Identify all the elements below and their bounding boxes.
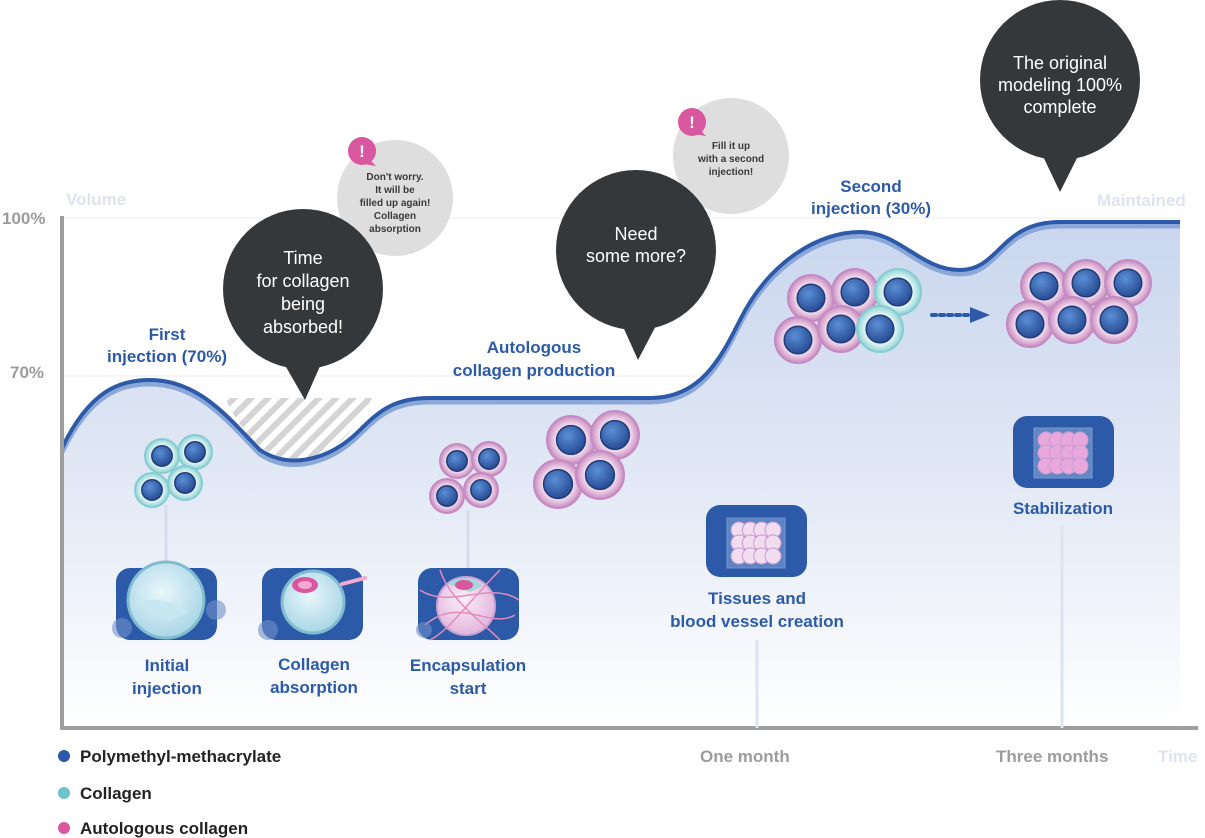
svg-text:collagen production: collagen production [453,361,615,380]
svg-text:filled up again!: filled up again! [360,198,431,209]
label-autologous-production: Autologous collagen production [453,338,615,380]
svg-text:Collagen: Collagen [80,784,152,803]
svg-text:Autologous collagen: Autologous collagen [80,819,248,838]
svg-text:absorbed!: absorbed! [263,317,343,337]
alert-icon: ! [678,108,706,136]
autologous-cell [546,415,596,465]
autologous-cell [439,443,475,479]
svg-text:modeling 100%: modeling 100% [998,75,1122,95]
end-label-maintained: Maintained [1097,191,1186,210]
svg-text:Tissues and: Tissues and [708,589,806,608]
autologous-cell [817,305,865,353]
svg-text:injection (70%): injection (70%) [107,347,227,366]
svg-text:start: start [450,679,487,698]
label-second-injection: Second injection (30%) [811,177,931,218]
legend-dot-pmma [58,750,70,762]
svg-text:Collagen: Collagen [278,655,350,674]
y-tick-70: 70% [10,363,44,382]
transition-arrow-icon [930,307,990,323]
svg-text:Fill it up: Fill it up [712,141,750,152]
autologous-cell [787,274,835,322]
bubble-need-more: Need some more? [556,170,716,360]
svg-text:some more?: some more? [586,246,686,266]
svg-text:Don't worry.: Don't worry. [366,172,423,183]
bubble-modeling-complete: The original modeling 100% complete [980,0,1140,192]
svg-text:Time: Time [283,248,322,268]
svg-text:absorption: absorption [270,678,358,697]
y-tick-100: 100% [2,209,45,228]
legend-dot-autologous-collagen [58,822,70,834]
collagen-cell [134,472,170,508]
autologous-cell [590,410,640,460]
svg-text:absorption: absorption [369,224,421,235]
svg-text:Collagen: Collagen [374,211,416,222]
collagen-cell [177,434,213,470]
svg-text:Stabilization: Stabilization [1013,499,1113,518]
svg-text:Need: Need [614,224,657,244]
svg-text:First: First [149,325,186,344]
collagen-cell [144,438,180,474]
stage-label-encapsulation-start: Encapsulation start [410,656,526,698]
svg-text:!: ! [359,142,365,161]
tissue-blob [764,547,782,565]
svg-text:for collagen: for collagen [256,271,349,291]
stage-label-stabilization: Stabilization [1013,499,1113,518]
stage-label-tissues-blood-vessel: Tissues and blood vessel creation [670,589,844,631]
svg-text:being: being [281,294,325,314]
x-tick-three-months: Three months [996,747,1108,766]
svg-text:Autologous: Autologous [487,338,581,357]
autologous-cell [463,472,499,508]
autologous-cell [533,459,583,509]
legend-item-collagen: Collagen [58,784,152,803]
svg-text:with a second: with a second [697,154,764,165]
absorption-hatch [225,398,372,461]
collagen-cell [167,465,203,501]
autologous-cell [1104,259,1152,307]
svg-text:The original: The original [1013,53,1107,73]
svg-text:It will be: It will be [375,185,415,196]
svg-text:Second: Second [840,177,901,196]
stage-icon-collagen-absorption [258,568,367,640]
legend-item-autologous-collagen: Autologous collagen [58,819,248,838]
autologous-cell [471,441,507,477]
tissue-blob [1071,457,1089,475]
x-tick-one-month: One month [700,747,790,766]
collagen-cell [856,305,904,353]
svg-text:complete: complete [1023,97,1096,117]
stage-label-initial-injection: Initial injection [132,656,202,698]
legend-item-pmma: Polymethyl-methacrylate [58,747,281,766]
autologous-cell [1090,296,1138,344]
legend: Polymethyl-methacrylate Collagen Autolog… [58,747,281,838]
autologous-cell [1048,296,1096,344]
svg-text:blood vessel creation: blood vessel creation [670,612,844,631]
autologous-cell [575,450,625,500]
stage-icon-stabilization [1013,416,1114,488]
label-first-injection: First injection (70%) [107,325,227,366]
autologous-cell [1006,300,1054,348]
legend-dot-collagen [58,787,70,799]
svg-text:Initial: Initial [145,656,189,675]
svg-text:injection!: injection! [709,167,753,178]
y-axis-title: Volume [66,190,126,209]
autologous-cell [774,316,822,364]
stage-label-collagen-absorption: Collagen absorption [270,655,358,697]
svg-text:Polymethyl-methacrylate: Polymethyl-methacrylate [80,747,281,766]
volume-curve [60,220,1180,463]
x-axis-title: Time [1158,747,1197,766]
cell-clusters [134,259,1152,514]
svg-text:Encapsulation: Encapsulation [410,656,526,675]
alert-icon: ! [348,137,376,166]
stage-icon-tissues-blood-vessel [706,505,807,577]
autologous-cell [429,478,465,514]
svg-text:!: ! [689,113,695,132]
stage-icon-encapsulation-start [416,568,520,641]
stage-icon-initial-injection [112,560,226,640]
volume-curve-shadow [59,223,1180,467]
svg-text:injection (30%): injection (30%) [811,199,931,218]
collagen-cell [874,268,922,316]
bubble-collagen-absorbed: Time for collagen being absorbed! [223,209,383,400]
svg-text:injection: injection [132,679,202,698]
